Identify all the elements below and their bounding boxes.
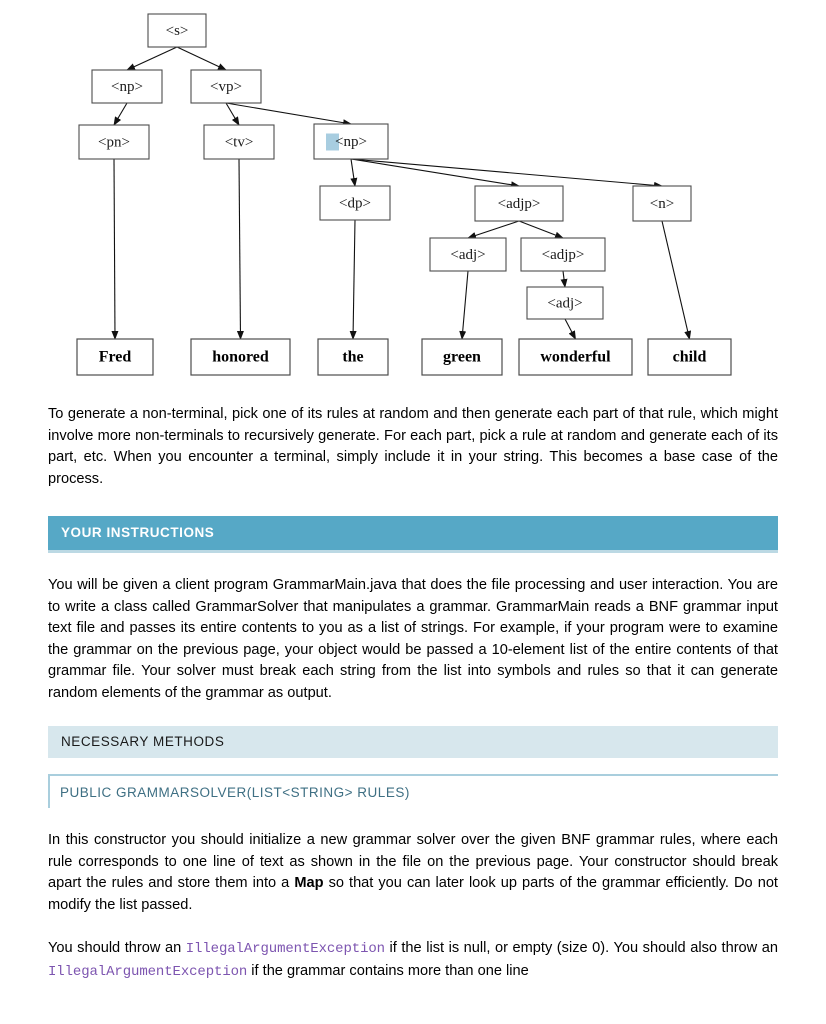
map-keyword: Map: [294, 875, 324, 891]
tree-node-n: <n>: [632, 185, 692, 222]
tree-edge-n-to-child: [661, 220, 692, 340]
tree-node-np2: <np>: [313, 123, 389, 160]
banner-necessary-methods: NECESSARY METHODS: [48, 726, 778, 758]
leaf-node-fred: Fred: [76, 338, 154, 376]
tree-edge-s-to-vp: [176, 46, 227, 71]
node-label-adjp1: <adjp>: [498, 196, 541, 212]
tree-edge-adj2-to-wonderful: [564, 318, 576, 340]
node-label-np2: <np>: [335, 134, 367, 150]
tree-edge-s-to-np1: [126, 46, 178, 71]
tree-edge-np1-to-pn: [113, 102, 128, 126]
leaf-node-wonderful: wonderful: [518, 338, 633, 376]
node-label-pn: <pn>: [98, 134, 130, 150]
constructor-text-part1: In this constructor you should initializ…: [48, 832, 778, 891]
tree-edge-np2-to-adjp1: [350, 158, 520, 189]
node-label-np1: <np>: [111, 79, 143, 95]
exception-text-part3: if the grammar contains more than one li…: [247, 962, 529, 979]
tree-edge-adjp1-to-adjp2: [518, 220, 564, 239]
illegal-argument-exception-1: IllegalArgumentException: [185, 941, 385, 957]
leaf-label-honored: honored: [212, 349, 269, 366]
node-label-adj1: <adj>: [450, 247, 485, 263]
leaf-label-the: the: [342, 349, 363, 366]
tree-nodes: <s> <np> <vp> <pn> <tv> <np> <dp> <adjp> <n> <adj…: [78, 13, 692, 320]
tree-node-adj1: <adj>: [429, 237, 507, 272]
exception-paragraph: You should throw an IllegalArgumentExcep…: [48, 938, 778, 983]
tree-leaves: Fred honored the green wonderful child: [76, 338, 732, 376]
tree-edge-np2-to-dp: [350, 158, 358, 187]
tree-edge-adj1-to-green: [459, 270, 469, 340]
node-label-tv: <tv>: [225, 134, 254, 150]
leaf-node-green: green: [421, 338, 503, 376]
leaf-label-fred: Fred: [99, 349, 132, 366]
illegal-argument-exception-2: IllegalArgumentException: [48, 963, 248, 980]
tree-edge-dp-to-the: [349, 219, 357, 340]
instructions-paragraph: You will be given a client program Gramm…: [48, 577, 778, 701]
constructor-paragraph: In this constructor you should initializ…: [48, 830, 778, 916]
tree-node-adj2: <adj>: [526, 286, 604, 320]
document-content: To generate a non-terminal, pick one of …: [48, 404, 778, 983]
node-label-adj2: <adj>: [547, 295, 582, 311]
node-label-dp: <dp>: [339, 195, 371, 211]
leaf-label-green: green: [443, 349, 481, 366]
node-label-vp: <vp>: [210, 79, 242, 95]
method-signature-heading: PUBLIC GRAMMARSOLVER(LIST<STRING> RULES): [48, 774, 778, 808]
tree-node-tv: <tv>: [203, 124, 275, 160]
tree-edge-vp-to-np2: [225, 102, 352, 127]
node-label-n: <n>: [650, 196, 674, 212]
tree-node-s: <s>: [147, 13, 207, 48]
tree-edge-vp-to-tv: [225, 102, 240, 126]
tree-node-pn: <pn>: [78, 124, 150, 160]
node-label-adjp2: <adjp>: [542, 247, 585, 263]
tree-node-vp: <vp>: [190, 69, 262, 104]
leaf-label-wonderful: wonderful: [540, 349, 611, 366]
tree-edge-tv-to-honored: [236, 158, 244, 340]
tree-edge-pn-to-fred: [111, 158, 119, 340]
leaf-node-child: child: [647, 338, 732, 376]
intro-paragraph: To generate a non-terminal, pick one of …: [48, 406, 778, 487]
tree-node-np1: <np>: [91, 69, 163, 104]
exception-text-part2: if the list is null, or empty (size 0). …: [384, 940, 778, 956]
exception-text-part1: You should throw an: [48, 940, 186, 956]
parse-tree-figure: <s> <np> <vp> <pn> <tv> <np> <dp> <adjp> <n> <adj…: [0, 0, 826, 400]
node-label-s: <s>: [166, 23, 189, 39]
node-text-selection-highlight: [326, 133, 339, 151]
tree-edge-adjp1-to-adj1: [467, 220, 520, 239]
tree-node-adjp2: <adjp>: [520, 237, 606, 272]
tree-node-adjp1: <adjp>: [474, 185, 564, 222]
banner-your-instructions: YOUR INSTRUCTIONS: [48, 516, 778, 553]
parse-tree-svg: <s> <np> <vp> <pn> <tv> <np> <dp> <adjp> <n> <adj…: [76, 13, 732, 376]
tree-edges: [111, 46, 692, 340]
tree-edge-np2-to-n: [350, 158, 663, 189]
tree-edge-adjp2-to-adj2: [560, 270, 568, 288]
leaf-label-child: child: [673, 349, 707, 366]
tree-node-dp: <dp>: [319, 185, 391, 221]
leaf-node-honored: honored: [190, 338, 291, 376]
constructor-text-part2: so that you can later look up parts of t…: [48, 875, 778, 913]
leaf-node-the: the: [317, 338, 389, 376]
